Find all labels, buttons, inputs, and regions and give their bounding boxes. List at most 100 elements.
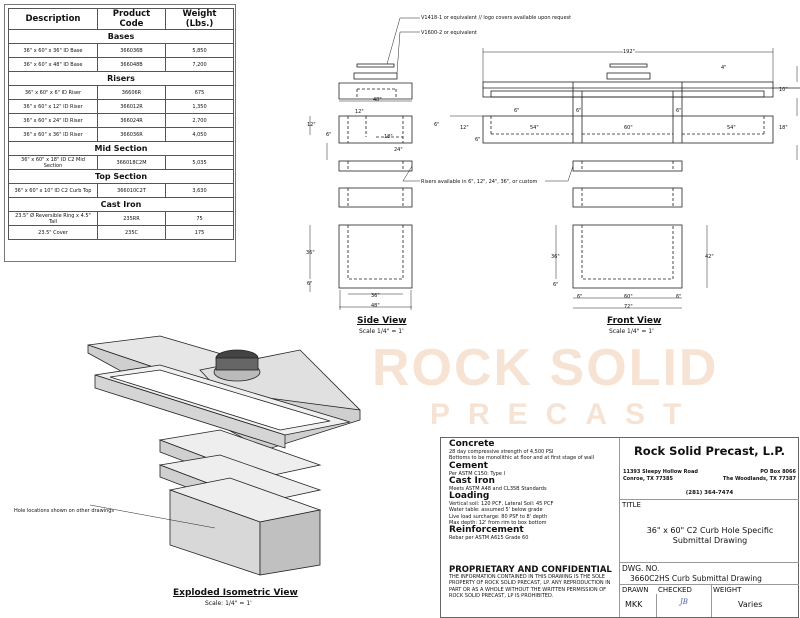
- address-right-2: The Woodlands, TX 77387: [722, 476, 796, 482]
- dwg-number: 3660C2HS Curb Submittal Drawing: [630, 574, 762, 583]
- front-top-section: [482, 81, 774, 98]
- dim-label: 6": [307, 281, 313, 287]
- dim-label: 12": [307, 122, 316, 128]
- checked-signature: JB: [680, 598, 688, 606]
- dim-label: 36": [371, 293, 380, 299]
- riser-12: [338, 187, 413, 208]
- dim-label: 6": [434, 122, 440, 128]
- side-view-title: Side View: [357, 316, 407, 326]
- company-name: Rock Solid Precast, L.P.: [633, 444, 786, 458]
- parts-table: Description Product Code Weight (Lbs.) B…: [8, 8, 234, 240]
- holes-callout: Hole locations shown on other drawings: [14, 508, 115, 514]
- note-line: Per ASTM C150: Type I: [449, 470, 505, 477]
- base: [338, 224, 413, 289]
- front-view-title: Front View: [607, 316, 662, 326]
- cell-description: 23.5" Cover: [8, 225, 98, 240]
- riser-6: [338, 160, 413, 172]
- note-line: 28 day compressive strength of 4,500 PSI: [449, 449, 554, 455]
- iso-view-scale: Scale: 1/4" = 1': [205, 600, 252, 607]
- note-heading: Reinforcement: [449, 525, 524, 536]
- dim-label: 48": [371, 303, 380, 309]
- dim-label: 54": [727, 125, 736, 131]
- dim-label: 6": [326, 132, 332, 138]
- note-line: Rebar per ASTM A615 Grade 60: [449, 535, 529, 542]
- mid-section: [338, 115, 413, 144]
- table-frame: [4, 4, 236, 262]
- drawn-value: MKK: [625, 600, 643, 609]
- address-left-1: 11393 Sleepy Hollow Road: [623, 469, 698, 475]
- drawing-title: 36" x 60" C2 Curb Hole Specific Submitta…: [646, 526, 774, 545]
- top-section: [338, 82, 413, 100]
- note-line: Meets ASTM A48 and CL35B Standards: [449, 485, 547, 492]
- note-line: Bottoms to be monolithic at floor and at…: [449, 455, 595, 462]
- dim-label: 6": [514, 108, 520, 114]
- proprietary-heading: PROPRIETARY AND CONFIDENTIAL: [449, 565, 612, 575]
- ring: [353, 72, 398, 80]
- front-base: [572, 224, 683, 289]
- dim-label: 6": [475, 137, 481, 143]
- weight-value: Varies: [738, 600, 763, 609]
- dim-label: 42": [705, 254, 714, 260]
- dim-label: 54": [530, 125, 539, 131]
- side-view-scale: Scale 1/4" = 1': [359, 328, 404, 335]
- note-heading: Cement: [449, 460, 488, 471]
- side-view-drawing: [309, 63, 413, 310]
- note-heading: Cast Iron: [449, 475, 495, 486]
- dim-label: 60": [624, 294, 633, 300]
- drawn-label: DRAWN: [622, 586, 649, 594]
- dim-label: 6": [553, 282, 559, 288]
- cell-product-code: 235C: [96, 225, 167, 240]
- front-view-scale: Scale 1/4" = 1': [609, 328, 654, 335]
- note-line: Water table: assumed 5' below grade: [449, 507, 543, 514]
- proprietary-text: THE INFORMATION CONTAINED IN THIS DRAWIN…: [449, 574, 611, 599]
- dim-label: 10": [779, 87, 788, 93]
- note-heading: Concrete: [449, 439, 495, 449]
- dim-label: 12": [355, 109, 364, 115]
- note-line: Vertical soil: 120 PCF, Lateral Soil: 45…: [449, 501, 554, 508]
- dim-label: 24": [394, 147, 403, 153]
- dim-label: 36": [551, 254, 560, 260]
- weight-label: WEIGHT: [713, 586, 742, 594]
- address-right-1: PO Box 8066: [760, 469, 796, 475]
- dim-label: 60": [624, 125, 633, 131]
- dwg-label: DWG. NO.: [622, 564, 660, 573]
- dim-label: 48": [373, 97, 382, 103]
- dim-label: 18": [384, 134, 393, 140]
- dim-label: 6": [577, 294, 583, 300]
- dim-label: 36": [306, 250, 315, 256]
- front-mid-section: [482, 115, 774, 144]
- dim-label: 6": [676, 294, 682, 300]
- title-label: TITLE: [622, 501, 641, 509]
- dim-label: 192": [623, 49, 635, 55]
- checked-label: CHECKED: [658, 586, 692, 594]
- risers-callout: Risers available in 6", 12", 24", 36", o…: [421, 179, 538, 185]
- note-heading: Loading: [449, 491, 490, 502]
- dim-label: 6": [676, 108, 682, 114]
- cover-callout: V1418-1 or equivalent // logo covers ava…: [421, 15, 572, 21]
- company-phone: (281) 364-7474: [685, 490, 734, 496]
- cover: [356, 63, 395, 68]
- dim-label: 6": [576, 108, 582, 114]
- note-line: Max depth: 12' from rim to box bottom: [449, 520, 547, 527]
- company-block: Rock Solid Precast, L.P. 11393 Sleepy Ho…: [619, 438, 799, 617]
- iso-view-title: Exploded Isometric View: [173, 588, 298, 598]
- cell-weight: 175: [165, 225, 234, 240]
- dim-label: 72": [624, 304, 633, 310]
- note-line: Live load surcharge: 80 PSF to 8' depth: [449, 513, 548, 520]
- dim-label: 12": [460, 125, 469, 131]
- watermark-subtext: PRECAST: [430, 398, 700, 431]
- dim-label: 4": [721, 65, 727, 71]
- ring-callout: V1600-2 or equivalent: [421, 30, 477, 36]
- dim-label: 18": [779, 125, 788, 131]
